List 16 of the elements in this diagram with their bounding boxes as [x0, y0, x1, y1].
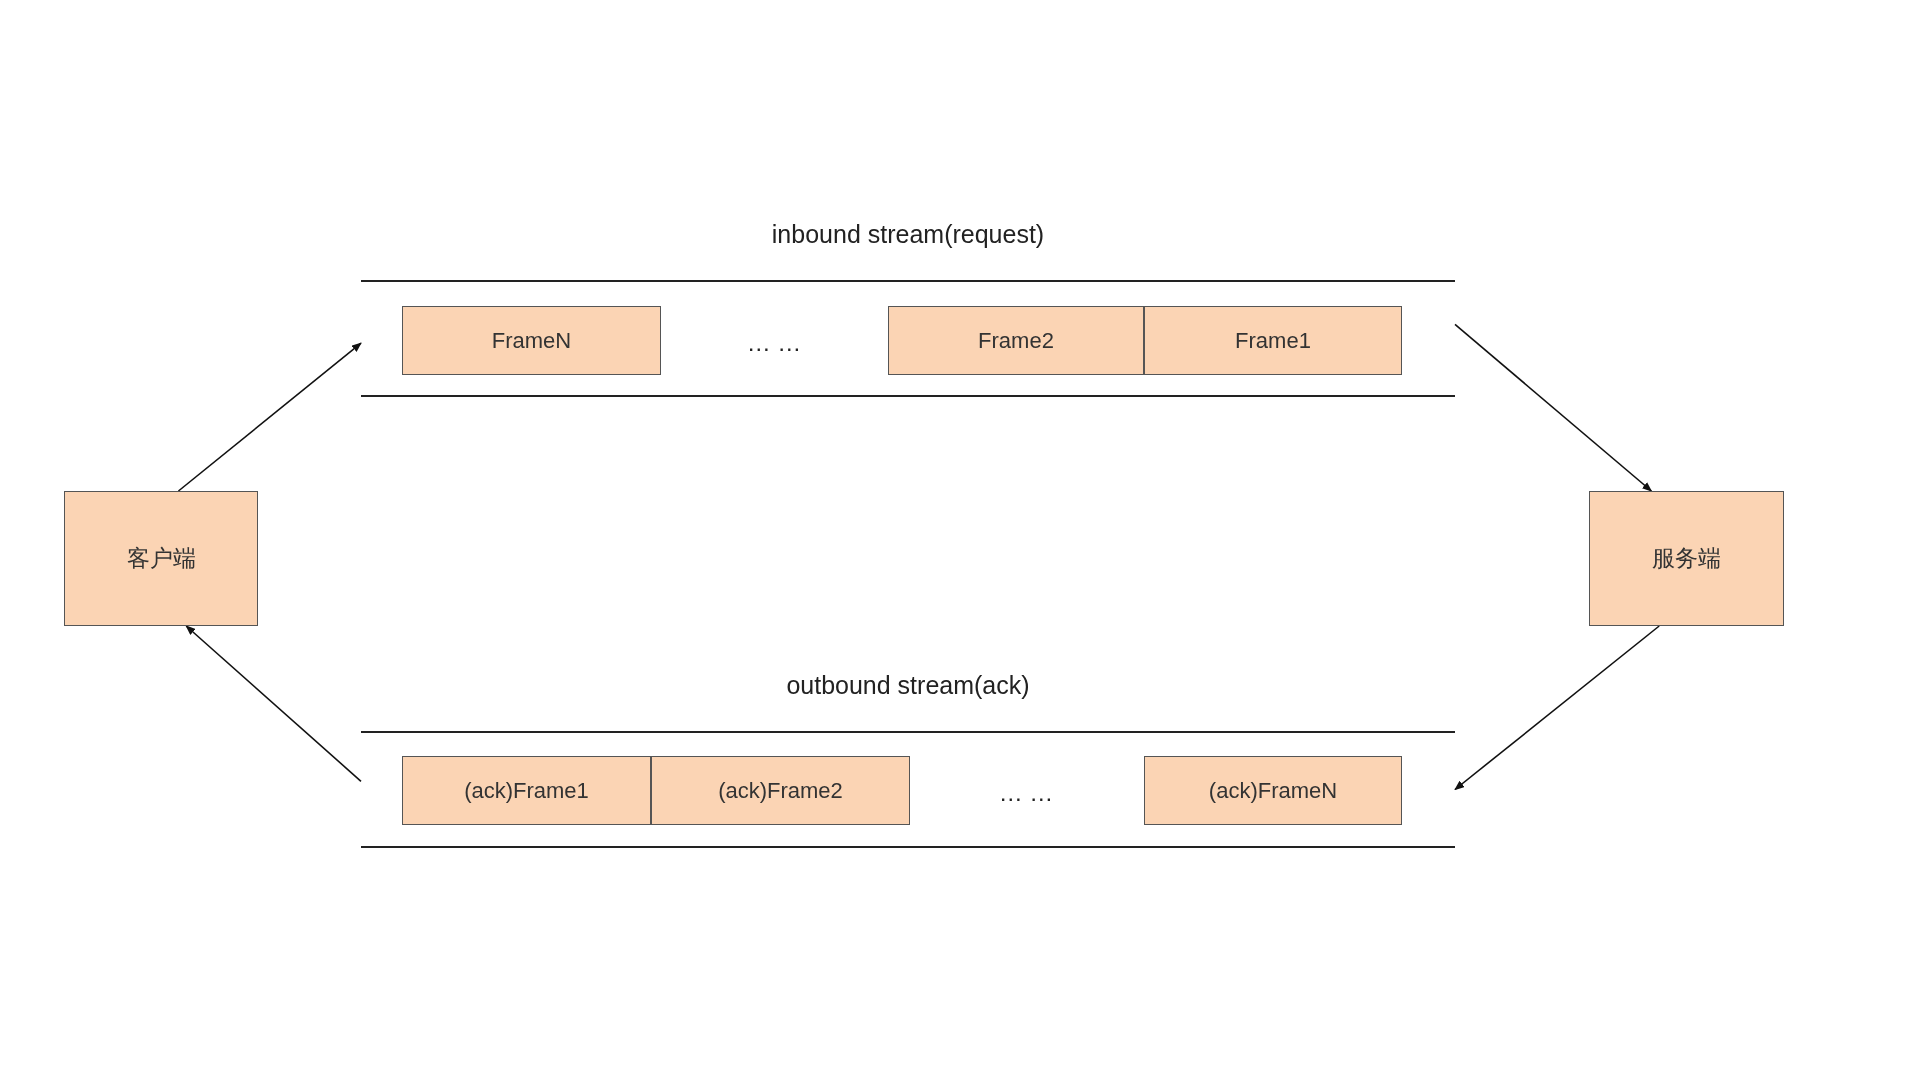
arrow: [177, 342, 362, 492]
arrow: [1454, 625, 1660, 791]
frame-box: Frame2: [888, 306, 1144, 375]
arrow: [185, 625, 362, 783]
frame-box: (ack)Frame1: [402, 756, 651, 825]
endpoint-box: 客户端: [64, 491, 258, 626]
frame-box: Frame1: [1144, 306, 1402, 375]
stream-title: outbound stream(ack): [785, 671, 1031, 700]
stream-title: inbound stream(request): [770, 220, 1046, 249]
endpoint-box: 服务端: [1589, 491, 1784, 626]
ellipsis-label: … …: [746, 329, 802, 357]
frame-box: (ack)Frame2: [651, 756, 910, 825]
frame-box: (ack)FrameN: [1144, 756, 1402, 825]
ellipsis-label: … …: [998, 779, 1054, 807]
arrow: [1454, 323, 1653, 492]
frame-box: FrameN: [402, 306, 661, 375]
